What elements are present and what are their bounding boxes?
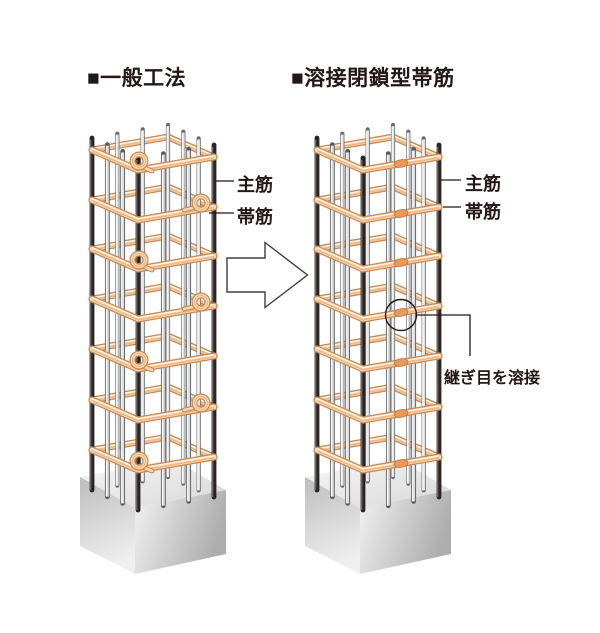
- main-bar-label-right: 主筋: [465, 174, 501, 194]
- weld-joint-bump: [393, 459, 409, 468]
- conventional-column: [80, 122, 226, 574]
- tie-hook: [129, 151, 155, 174]
- weld-joint-bump: [393, 209, 409, 218]
- main-bar-label-left: 主筋: [237, 175, 273, 195]
- tie-hook: [129, 451, 155, 474]
- weld-joint-bump: [393, 409, 409, 418]
- tie-hook: [181, 292, 211, 312]
- weld-joint-label: 継ぎ目を溶接: [444, 370, 541, 387]
- right-method-title: ■溶接閉鎖型帯筋: [291, 67, 455, 90]
- weld-joint-bump: [393, 159, 409, 168]
- transition-arrow-icon: [226, 241, 309, 309]
- tie-hook: [181, 193, 211, 213]
- weld-joint-bump: [393, 258, 409, 267]
- tie-hook: [129, 250, 155, 273]
- hoop-label-left: 帯筋: [237, 207, 273, 227]
- tie-hook: [129, 350, 155, 373]
- welded-column: [305, 122, 451, 574]
- left-method-title: ■一般工法: [87, 67, 187, 90]
- weld-joint-bump: [393, 308, 409, 317]
- leader-weld-joint: [416, 314, 471, 356]
- hoop-label-right: 帯筋: [465, 202, 501, 222]
- tie-hook: [181, 393, 211, 413]
- weld-joint-bump: [393, 358, 409, 367]
